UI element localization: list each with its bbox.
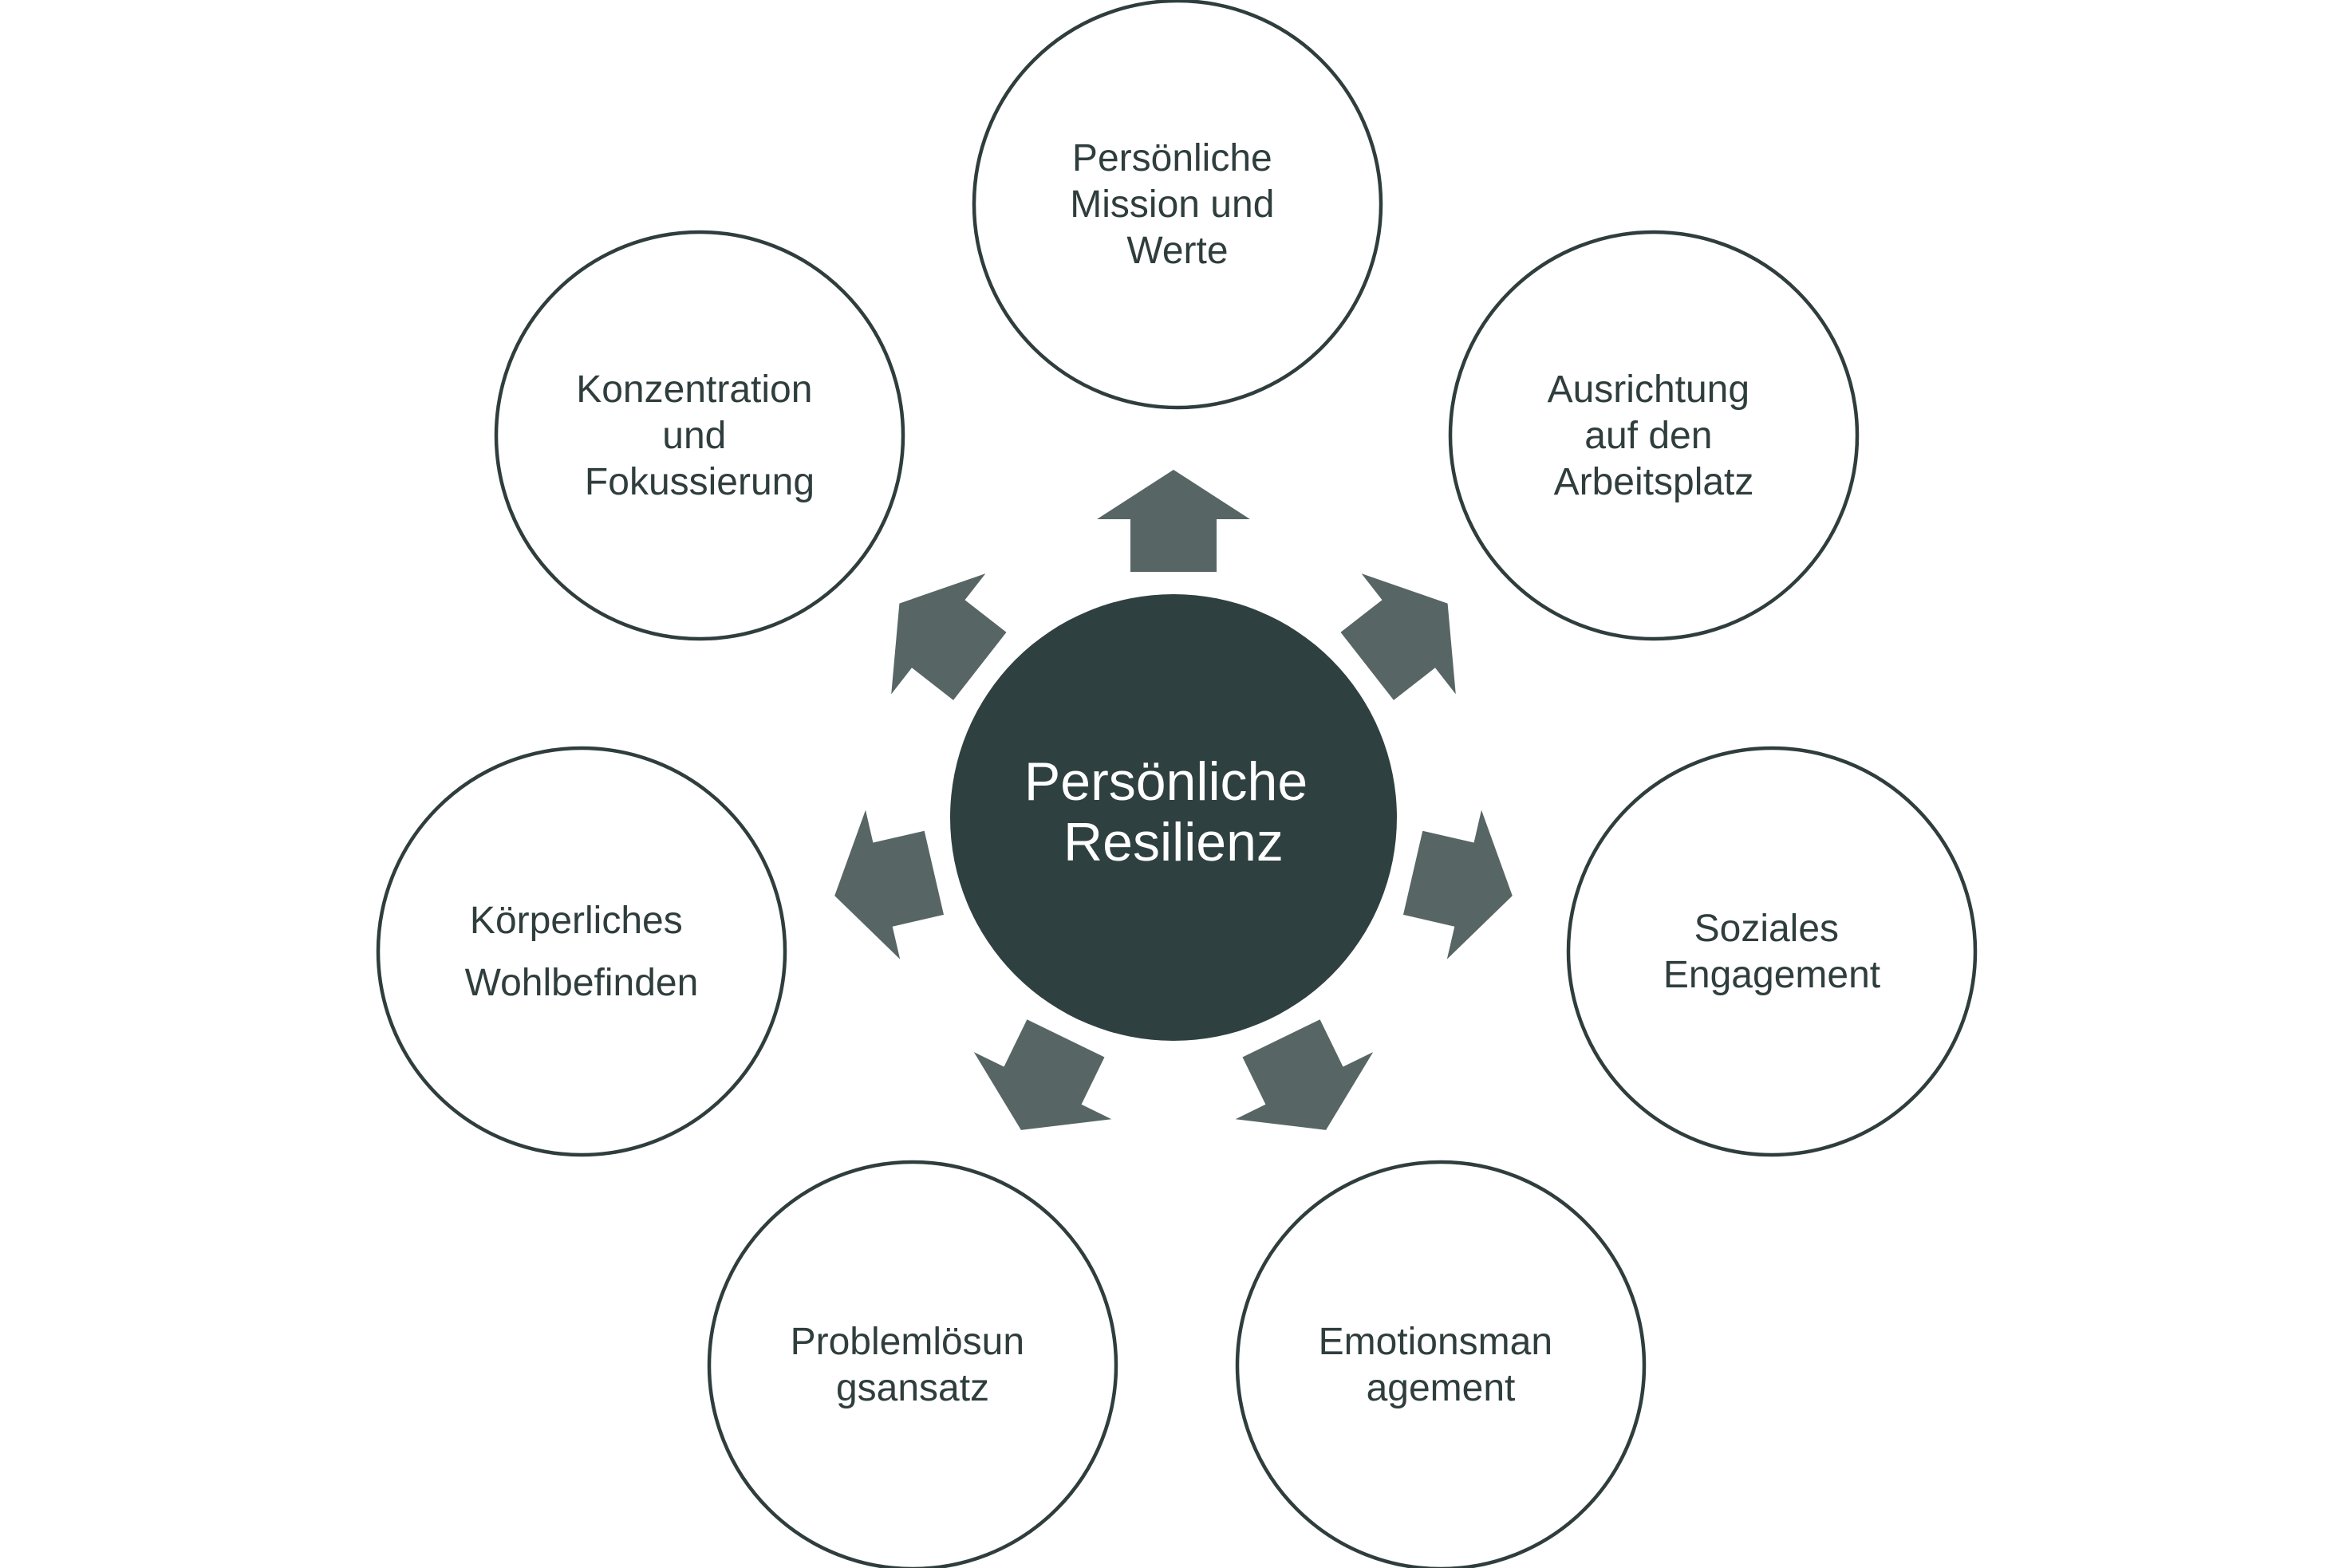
node-circle (494, 230, 905, 641)
node-label-line: Soziales (1694, 908, 1839, 950)
node-label-line: agement (1367, 1367, 1516, 1409)
arrow-to-problem-icon (973, 1019, 1112, 1130)
node-label-line: Emotionsman (1319, 1321, 1552, 1363)
arrow-to-body-icon (834, 810, 944, 959)
node-label-line: auf den (1584, 415, 1712, 457)
node-circle (1566, 746, 1978, 1157)
arrow-group (834, 470, 1513, 1130)
arrow-to-workplace-icon (1340, 573, 1456, 700)
node-label-line: Persönliche (1072, 137, 1272, 179)
arrow-to-social-icon (1403, 810, 1513, 959)
node-label: Soziales Engagement (1663, 908, 1880, 996)
node-body: Körperliches Wohlbefinden (376, 746, 787, 1157)
node-label: Problemlösun gsansatz (791, 1321, 1035, 1409)
node-label-line: und (662, 415, 726, 457)
center-label-line: Persönliche (1024, 751, 1308, 812)
node-label: Konzentration und Fokussierung (576, 368, 823, 503)
node-label-line: Werte (1126, 230, 1228, 272)
node-circle (1448, 230, 1860, 641)
node-label-line: Engagement (1663, 954, 1880, 996)
node-label: Körperliches Wohlbefinden (465, 900, 699, 1004)
node-label-line: Problemlösun (791, 1321, 1024, 1363)
center-circle (950, 594, 1397, 1041)
center-label-line: Resilienz (1063, 812, 1284, 873)
node-label-line: Mission und (1070, 183, 1274, 226)
node-problem: Problemlösun gsansatz (707, 1160, 1118, 1568)
node-emotion: Emotionsman agement (1235, 1160, 1647, 1568)
node-label-line: Konzentration (576, 368, 812, 411)
node-label-line: Ausrichtung (1548, 368, 1749, 411)
node-label: Emotionsman agement (1319, 1321, 1564, 1409)
node-label: Persönliche Mission und Werte (1070, 137, 1284, 272)
node-label-line: Fokussierung (585, 461, 815, 503)
node-workplace: Ausrichtung auf den Arbeitsplatz (1448, 230, 1860, 641)
arrow-to-focus-icon (891, 573, 1007, 700)
arrow-to-mission-icon (1097, 470, 1250, 572)
node-focus: Konzentration und Fokussierung (494, 230, 905, 641)
node-label-line: Arbeitsplatz (1554, 461, 1754, 503)
center-label: Persönliche Resilienz (1024, 751, 1323, 873)
node-label-line: Körperliches (470, 900, 683, 942)
node-social: Soziales Engagement (1566, 746, 1978, 1157)
node-mission: Persönliche Mission und Werte (972, 0, 1383, 410)
center-node: Persönliche Resilienz (950, 594, 1397, 1041)
node-circle (972, 0, 1383, 410)
node-label-line: gsansatz (836, 1367, 989, 1409)
node-label-line: Wohlbefinden (465, 962, 699, 1004)
arrow-to-emotion-icon (1235, 1019, 1374, 1130)
node-circle (376, 746, 787, 1157)
node-circle (707, 1160, 1118, 1568)
node-circle (1235, 1160, 1647, 1568)
node-label: Ausrichtung auf den Arbeitsplatz (1548, 368, 1761, 503)
